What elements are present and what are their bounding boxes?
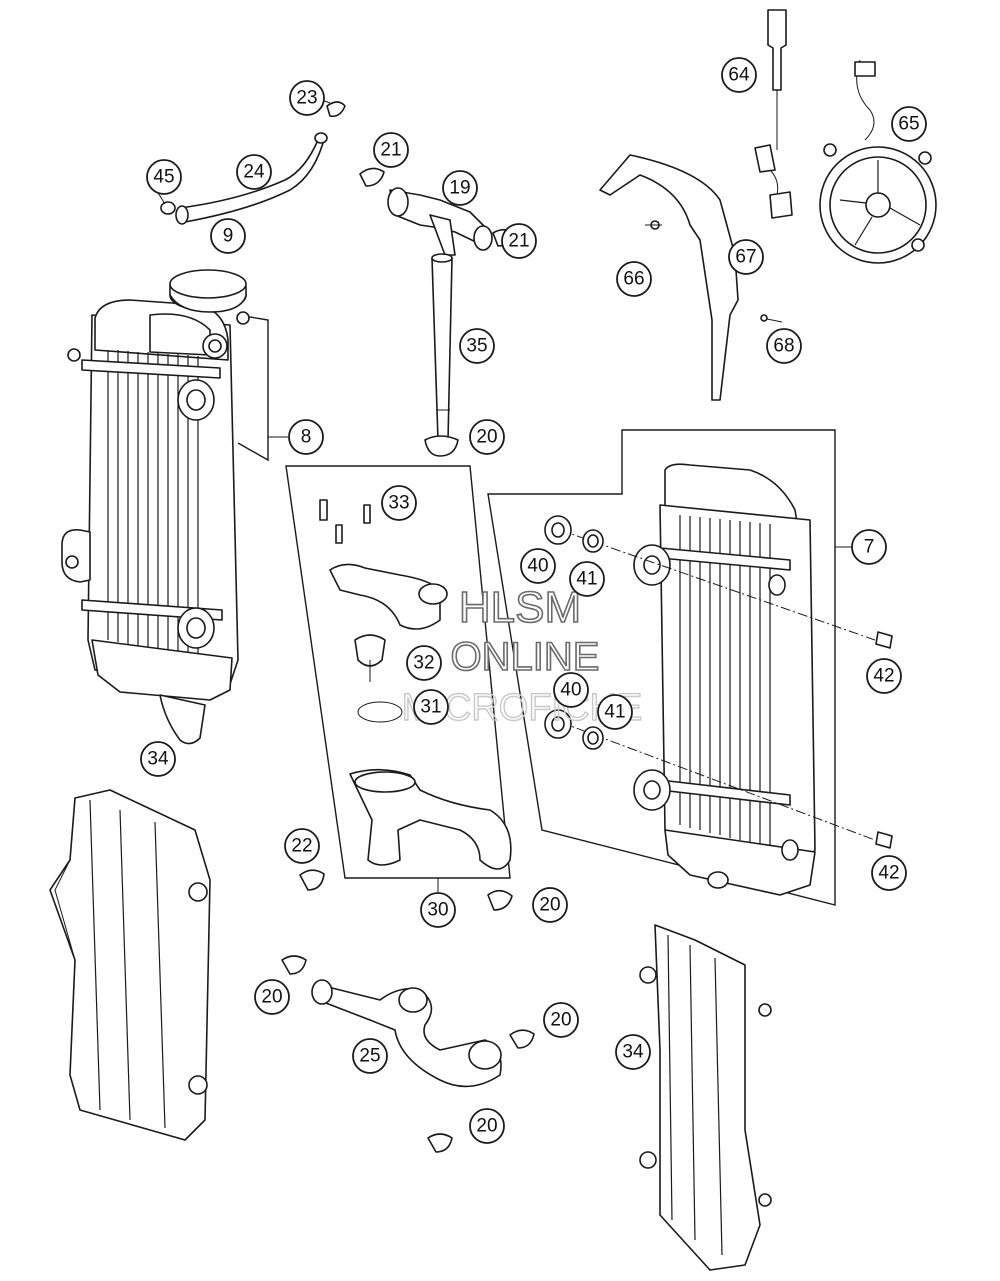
- svg-text:21: 21: [380, 140, 401, 161]
- thermostat-group: [285, 465, 512, 895]
- svg-text:20: 20: [550, 1010, 571, 1031]
- svg-text:41: 41: [576, 569, 597, 590]
- fan-bracket: [599, 154, 783, 401]
- callout: 35: [459, 328, 495, 364]
- callout: 33: [381, 485, 417, 521]
- callout: 21: [373, 132, 409, 168]
- callout: 42: [871, 855, 907, 891]
- callout: 24: [236, 154, 272, 190]
- callout: 20: [543, 1002, 579, 1038]
- callout: 19: [442, 170, 478, 206]
- left-shroud: [49, 789, 211, 1141]
- svg-text:41: 41: [604, 702, 625, 723]
- svg-text:19: 19: [449, 178, 470, 199]
- callout: 41: [569, 561, 605, 597]
- callout: 9: [210, 218, 246, 254]
- svg-text:66: 66: [623, 269, 644, 290]
- callout: 21: [501, 223, 537, 259]
- svg-text:22: 22: [291, 836, 312, 857]
- hose-clamps: [281, 869, 535, 1153]
- watermark-line2: ONLINE: [451, 635, 600, 679]
- callout: 40: [553, 672, 589, 708]
- callout: 45: [146, 159, 182, 195]
- callout: 65: [891, 106, 927, 142]
- svg-text:20: 20: [476, 427, 497, 448]
- svg-text:42: 42: [878, 863, 899, 884]
- svg-text:42: 42: [873, 666, 894, 687]
- temperature-sensor: [754, 9, 793, 219]
- callout: 23: [289, 80, 325, 116]
- right-shroud: [639, 924, 772, 1271]
- callout: 40: [520, 548, 556, 584]
- svg-text:20: 20: [476, 1116, 497, 1137]
- callout: 20: [254, 979, 290, 1015]
- svg-text:35: 35: [466, 336, 487, 357]
- svg-text:25: 25: [359, 1046, 380, 1067]
- svg-text:7: 7: [864, 537, 875, 558]
- t-connector: [359, 167, 516, 256]
- svg-text:20: 20: [261, 987, 282, 1008]
- lower-hose: [311, 979, 502, 1088]
- svg-text:20: 20: [539, 895, 560, 916]
- callout: 20: [532, 887, 568, 923]
- callout: 67: [728, 239, 764, 275]
- callout: 7: [851, 529, 887, 565]
- radiator-cap: [169, 269, 250, 325]
- svg-text:30: 30: [427, 900, 448, 921]
- svg-text:34: 34: [622, 1042, 644, 1063]
- svg-text:40: 40: [527, 556, 548, 577]
- callout: 41: [597, 694, 633, 730]
- svg-text:34: 34: [147, 749, 169, 770]
- watermark-line1: HLSM: [459, 583, 581, 632]
- callout: 25: [352, 1038, 388, 1074]
- svg-text:40: 40: [560, 680, 581, 701]
- svg-text:9: 9: [223, 226, 234, 247]
- callout: 64: [721, 57, 757, 93]
- left-radiator: [61, 299, 288, 745]
- svg-text:24: 24: [243, 162, 265, 183]
- callout: 42: [866, 658, 902, 694]
- svg-text:65: 65: [898, 114, 919, 135]
- callout: 34: [140, 741, 176, 777]
- svg-text:67: 67: [735, 247, 756, 268]
- callout: 8: [288, 419, 324, 455]
- callout: 68: [766, 328, 802, 364]
- callout: 34: [615, 1034, 651, 1070]
- overflow-hose: [160, 101, 346, 225]
- callout: 66: [616, 261, 652, 297]
- svg-text:21: 21: [508, 231, 529, 252]
- svg-text:68: 68: [773, 336, 794, 357]
- callout: 20: [469, 419, 505, 455]
- svg-text:64: 64: [728, 65, 750, 86]
- callout: 32: [406, 645, 442, 681]
- callout: 22: [284, 828, 320, 864]
- svg-text:33: 33: [388, 493, 409, 514]
- coolant-pipe: [424, 253, 459, 457]
- svg-text:31: 31: [420, 697, 441, 718]
- callout: 20: [469, 1108, 505, 1144]
- svg-text:45: 45: [153, 167, 174, 188]
- callout: 31: [413, 689, 449, 725]
- callouts: 23 45 24 21 19 21 9 35 8 20 33 40 41 32 …: [140, 57, 927, 1144]
- cooling-fan: [819, 59, 937, 264]
- svg-text:8: 8: [301, 427, 312, 448]
- svg-text:32: 32: [413, 653, 434, 674]
- right-radiator-group: [487, 429, 893, 906]
- callout: 30: [420, 892, 456, 928]
- svg-text:23: 23: [296, 88, 317, 109]
